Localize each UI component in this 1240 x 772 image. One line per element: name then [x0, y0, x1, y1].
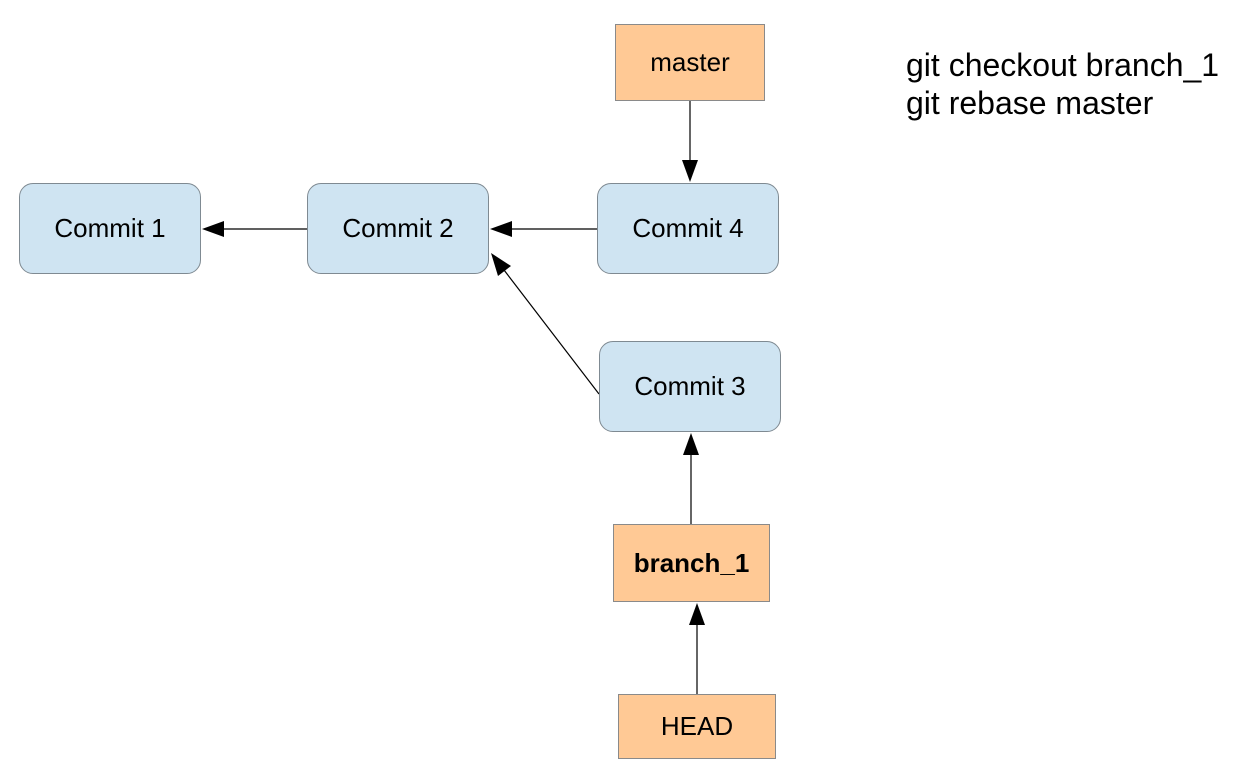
arrowhead-commit2-from3	[491, 253, 511, 276]
commit-4-node: Commit 4	[597, 183, 779, 274]
arrowhead-branch1	[689, 603, 705, 625]
commit-1-node: Commit 1	[19, 183, 201, 274]
arrowhead-commit3	[683, 433, 699, 455]
head-ref-node: HEAD	[618, 694, 776, 759]
commit-4-label: Commit 4	[632, 213, 744, 243]
master-label: master	[650, 47, 730, 77]
arrowhead-commit1	[202, 221, 224, 237]
arrow-commit3-to-commit2	[503, 269, 600, 395]
master-ref-node: master	[615, 24, 765, 101]
arrowhead-commit4	[682, 160, 698, 182]
commit-2-label: Commit 2	[342, 213, 454, 243]
arrowhead-commit2-from4	[490, 221, 512, 237]
command-line-2: git rebase master	[906, 85, 1154, 121]
command-line-1: git checkout branch_1	[906, 47, 1220, 83]
branch-1-label: branch_1	[633, 547, 750, 578]
commit-1-label: Commit 1	[54, 213, 166, 243]
commit-3-node: Commit 3	[599, 341, 781, 432]
branch-1-ref-node: branch_1	[613, 524, 770, 602]
head-label: HEAD	[660, 711, 734, 741]
commit-3-label: Commit 3	[634, 371, 746, 401]
commit-2-node: Commit 2	[307, 183, 489, 274]
